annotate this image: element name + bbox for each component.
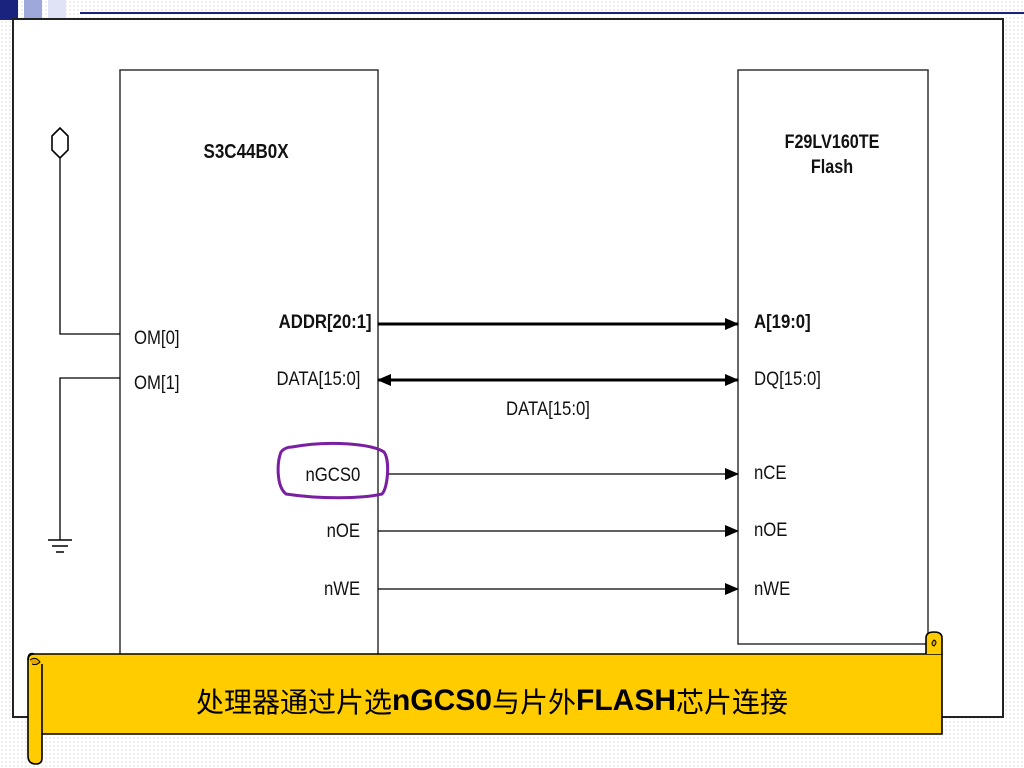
ground-symbol xyxy=(48,539,72,553)
flash-pin-noe: nOE xyxy=(754,520,788,541)
caption-scroll-banner xyxy=(27,631,943,765)
data-bus-label: DATA[15:0] xyxy=(506,399,590,420)
processor-name: S3C44B0X xyxy=(203,141,289,163)
pin-addr: ADDR[20:1] xyxy=(279,312,372,333)
title-rule xyxy=(80,12,1024,14)
flash-pin-a: A[19:0] xyxy=(754,312,811,333)
caption-part-2: nGCS0 xyxy=(391,684,492,717)
pin-noe: nOE xyxy=(326,521,360,542)
corner-decoration xyxy=(0,0,66,20)
caption-part-5: 芯片连接 xyxy=(676,686,789,719)
flash-pin-dq: DQ[15:0] xyxy=(754,369,821,390)
flash-chip-box xyxy=(737,69,929,645)
flash-pin-nwe: nWE xyxy=(754,579,791,600)
flash-type: Flash xyxy=(810,157,854,178)
pin-om1: OM[1] xyxy=(134,373,180,394)
caption-part-3: 与片外 xyxy=(492,686,577,719)
om0-wire xyxy=(59,158,120,335)
caption-part-1: 处理器通过片选 xyxy=(195,686,392,719)
caption-part-4: FLASH xyxy=(576,684,677,717)
pullup-symbol xyxy=(51,126,69,160)
pin-ngcs0: nGCS0 xyxy=(305,465,360,486)
slide-frame xyxy=(12,18,1004,718)
om1-wire xyxy=(59,377,120,540)
flash-part-number: F29LV160TE xyxy=(784,132,880,153)
pin-nwe: nWE xyxy=(323,579,360,600)
pin-om0: OM[0] xyxy=(134,328,180,349)
flash-pin-nce: nCE xyxy=(754,463,787,484)
pin-data: DATA[15:0] xyxy=(276,369,360,390)
flash-title-block: F29LV160TE Flash xyxy=(764,130,900,180)
ngcs0-highlight-circle xyxy=(276,441,390,500)
